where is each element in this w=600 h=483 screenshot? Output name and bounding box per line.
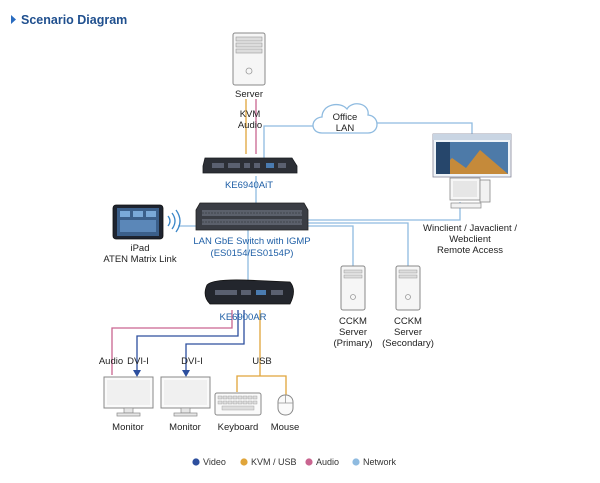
switch-label-line-1: LAN GbE Switch with IGMP xyxy=(193,236,310,247)
cckm-primary-tower xyxy=(340,265,366,311)
cckm-secondary-label-3: (Secondary) xyxy=(382,338,434,349)
port-label-dvi-2: DVI-I xyxy=(181,356,203,367)
network-switch xyxy=(195,202,309,231)
office-label: Office xyxy=(333,112,358,123)
remote-label-line-1: Winclient / Javaclient / xyxy=(423,223,517,234)
ipad-device xyxy=(112,204,164,240)
cckm-primary-label-1: CCKM xyxy=(339,316,367,327)
cckm-secondary-label-1: CCKM xyxy=(394,316,422,327)
network-line-transmitter-to-lan xyxy=(263,125,318,160)
diagram-header: Scenario Diagram xyxy=(11,13,127,27)
audio-line-to-monitor-1 xyxy=(111,310,233,375)
remote-label-line-2: Webclient xyxy=(449,234,491,245)
legend-label-audio: Audio xyxy=(316,457,339,467)
cckm-secondary-label-2: Server xyxy=(394,327,422,338)
cckm-secondary-tower xyxy=(395,265,421,311)
video-line-to-monitor-1 xyxy=(136,310,239,375)
monitor-1-label: Monitor xyxy=(112,422,144,433)
cckm-primary-label-2: Server xyxy=(339,327,367,338)
transmitter-device xyxy=(202,157,298,174)
network-line-switch-to-cckm-primary xyxy=(307,225,354,266)
usb-line-to-keyboard xyxy=(236,375,287,395)
title-arrow-icon xyxy=(11,15,16,24)
legend-swatch-network xyxy=(352,458,360,466)
cckm-primary-label-3: (Primary) xyxy=(333,338,372,349)
kvm-label: KVM xyxy=(240,109,261,120)
port-label-audio: Audio xyxy=(99,356,123,367)
audio-label: Audio xyxy=(238,120,262,131)
cloud-icon xyxy=(312,103,378,134)
monitor-2-label: Monitor xyxy=(169,422,201,433)
legend-label-video: Video xyxy=(203,457,226,467)
remote-pc-icon xyxy=(449,177,491,209)
legend-swatch-audio xyxy=(305,458,313,466)
server-label: Server xyxy=(235,89,263,100)
keyboard-icon xyxy=(214,392,262,416)
server-tower xyxy=(232,32,266,86)
remote-screen xyxy=(432,133,512,178)
wireless-icon xyxy=(167,209,181,233)
monitor-2-icon xyxy=(160,376,211,417)
remote-label-line-3: Remote Access xyxy=(437,245,503,256)
diagram-title: Scenario Diagram xyxy=(21,13,127,27)
legend-swatch-video xyxy=(192,458,200,466)
lan-label: LAN xyxy=(336,123,355,134)
legend-label-network: Network xyxy=(363,457,397,467)
matrix-link-label: ATEN Matrix Link xyxy=(103,254,176,265)
video-line-to-monitor-2 xyxy=(185,310,245,375)
arrow-to-monitor-2 xyxy=(182,370,190,377)
arrow-to-monitor-1 xyxy=(133,370,141,377)
transmitter-label: KE6940AiT xyxy=(225,180,273,191)
ipad-label: iPad xyxy=(130,243,149,254)
mouse-icon xyxy=(277,394,294,416)
connections xyxy=(111,99,473,395)
switch-label-line-2: (ES0154/ES0154P) xyxy=(211,248,294,259)
legend: Video KVM / USB Audio Network xyxy=(192,457,397,467)
network-line-switch-to-remote xyxy=(307,202,461,221)
receiver-device xyxy=(204,279,294,305)
legend-label-kvm-usb: KVM / USB xyxy=(251,457,297,467)
legend-swatch-kvm-usb xyxy=(240,458,248,466)
receiver-label: KE6900AR xyxy=(219,312,266,323)
port-label-dvi-1: DVI-I xyxy=(127,356,149,367)
port-label-usb: USB xyxy=(252,356,272,367)
monitor-1-icon xyxy=(103,376,154,417)
network-line-switch-to-cckm-secondary xyxy=(307,222,409,266)
network-line-lan-to-remote xyxy=(374,122,473,137)
mouse-label: Mouse xyxy=(271,422,300,433)
keyboard-label: Keyboard xyxy=(218,422,259,433)
